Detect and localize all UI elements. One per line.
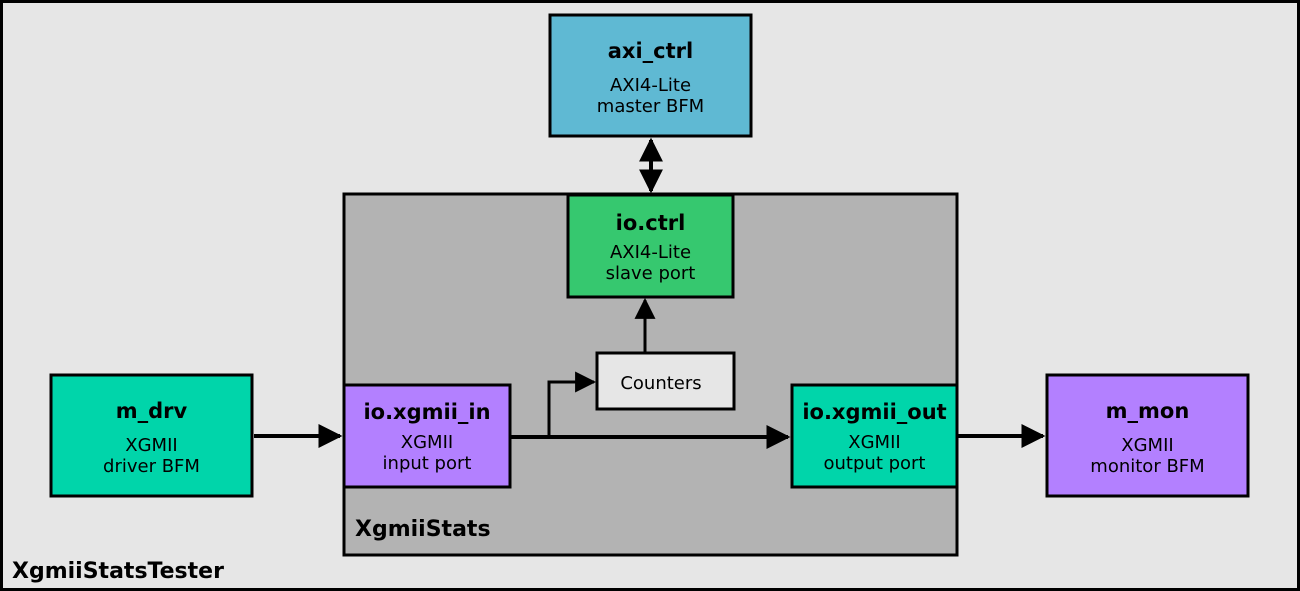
axi-ctrl-block: axi_ctrl AXI4-Lite master BFM bbox=[548, 13, 753, 138]
input-to-counters-arrow bbox=[547, 371, 597, 437]
m-mon-line2: monitor BFM bbox=[1090, 456, 1204, 477]
io-ctrl-title: io.ctrl bbox=[616, 211, 686, 235]
io-xgmii-in-line1: XGMII bbox=[401, 432, 453, 453]
counters-label: Counters bbox=[620, 373, 701, 394]
counters-block: Counters bbox=[595, 351, 736, 411]
m-mon-title: m_mon bbox=[1106, 399, 1190, 423]
io-xgmii-out-block: io.xgmii_out XGMII output port bbox=[790, 383, 959, 489]
io-xgmii-in-line2: input port bbox=[383, 453, 472, 474]
io-xgmii-out-line2: output port bbox=[824, 453, 926, 474]
io-xgmii-in-title: io.xgmii_in bbox=[363, 400, 490, 424]
io-xgmii-out-line1: XGMII bbox=[848, 432, 900, 453]
m-drv-line1: XGMII bbox=[125, 435, 177, 456]
axi-ctrl-title: axi_ctrl bbox=[608, 39, 693, 63]
xgmii-stats-tester-label: XgmiiStatsTester bbox=[12, 559, 224, 584]
axi-ctrl-line1: AXI4-Lite bbox=[610, 75, 691, 96]
io-ctrl-block: io.ctrl AXI4-Lite slave port bbox=[566, 193, 735, 299]
io-ctrl-line2: slave port bbox=[606, 263, 696, 284]
xgmii-stats-label: XgmiiStats bbox=[355, 517, 491, 542]
m-drv-title: m_drv bbox=[116, 399, 188, 423]
m-drv-block: m_drv XGMII driver BFM bbox=[49, 373, 254, 498]
m-drv-line2: driver BFM bbox=[103, 456, 200, 477]
io-xgmii-out-title: io.xgmii_out bbox=[802, 400, 946, 424]
axi-ctrl-line2: master BFM bbox=[597, 96, 704, 117]
m-mon-line1: XGMII bbox=[1121, 435, 1173, 456]
io-xgmii-in-block: io.xgmii_in XGMII input port bbox=[342, 383, 512, 489]
io-ctrl-line1: AXI4-Lite bbox=[610, 242, 691, 263]
m-mon-block: m_mon XGMII monitor BFM bbox=[1045, 373, 1250, 498]
